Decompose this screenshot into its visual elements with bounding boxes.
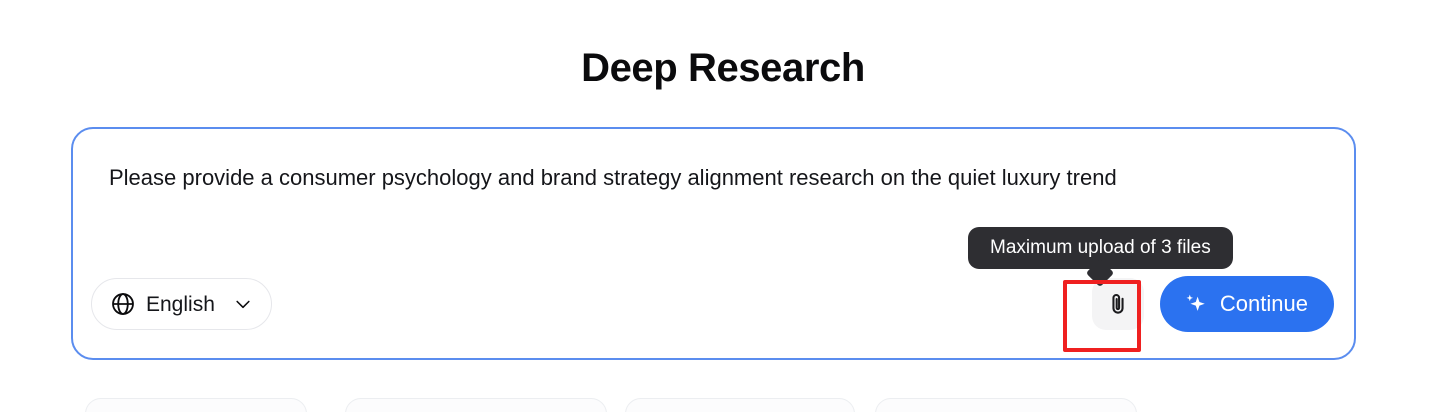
- tooltip-text: Maximum upload of 3 files: [990, 237, 1211, 258]
- suggestion-card[interactable]: [875, 398, 1137, 412]
- prompt-input[interactable]: Please provide a consumer psychology and…: [109, 165, 1117, 190]
- continue-button[interactable]: Continue: [1159, 276, 1334, 332]
- continue-button-label: Continue: [1219, 291, 1308, 316]
- language-selector[interactable]: English: [91, 278, 272, 330]
- composer-footer: English: [73, 262, 1354, 358]
- suggestion-card[interactable]: [625, 398, 855, 412]
- suggestion-card[interactable]: [345, 398, 607, 412]
- suggestion-card-row: [0, 398, 1446, 412]
- language-label: English: [146, 292, 215, 316]
- page-title: Deep Research: [581, 46, 865, 90]
- composer-actions: Continue: [1091, 276, 1334, 332]
- attach-button[interactable]: [1091, 278, 1144, 330]
- suggestion-card[interactable]: [85, 398, 307, 412]
- paperclip-icon: [1105, 291, 1131, 317]
- sparkle-icon: [1182, 291, 1208, 317]
- chevron-down-icon: [233, 294, 253, 314]
- globe-icon: [110, 291, 136, 317]
